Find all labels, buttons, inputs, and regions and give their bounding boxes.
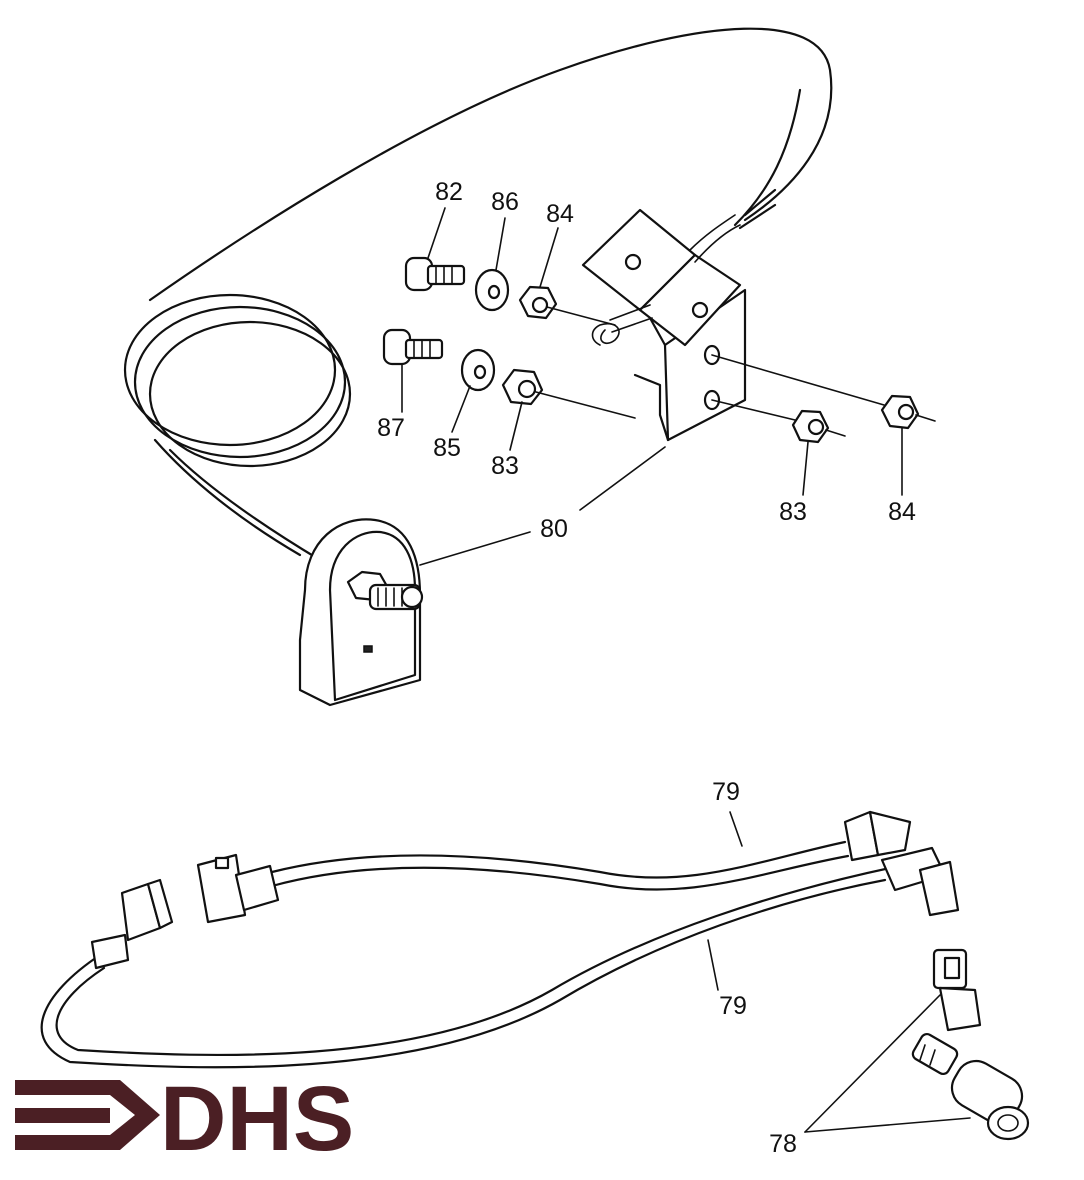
washer-85 <box>460 348 496 392</box>
label-78: 78 <box>769 1130 797 1158</box>
label-82: 82 <box>435 178 463 206</box>
wire-harness <box>40 810 1030 1141</box>
nut-84-top <box>518 285 616 326</box>
washer-86 <box>474 268 510 312</box>
label-86: 86 <box>491 188 519 216</box>
label-85: 85 <box>433 434 461 462</box>
label-83-right: 83 <box>779 498 807 526</box>
connector-left-upper <box>196 853 280 924</box>
nut-84-right <box>711 354 936 430</box>
dhs-logo: DHS <box>15 1068 354 1170</box>
sensor-bulb <box>298 518 424 707</box>
terminal-78 <box>932 948 982 1032</box>
label-84-right: 84 <box>888 498 916 526</box>
fitting-78 <box>911 1032 1030 1141</box>
screw-87 <box>382 328 444 366</box>
mounting-bracket <box>581 188 777 442</box>
logo-text: DHS <box>160 1068 354 1170</box>
thermostat-assembly <box>123 27 936 707</box>
screw-82 <box>404 256 466 292</box>
label-79-upper: 79 <box>712 778 740 806</box>
nut-83-right <box>711 399 846 444</box>
label-84-top: 84 <box>546 200 574 228</box>
connector-left-lower <box>90 878 174 970</box>
nut-83-left <box>501 368 636 419</box>
connector-right-upper <box>843 810 912 862</box>
label-87: 87 <box>377 414 405 442</box>
label-83-left: 83 <box>491 452 519 480</box>
callout-labels: 82 86 84 87 85 83 80 83 84 79 79 78 <box>377 178 916 1158</box>
label-80: 80 <box>540 515 568 543</box>
connector-right-lower <box>880 846 960 917</box>
arrow-logo-icon <box>15 1080 160 1150</box>
label-79-lower: 79 <box>719 992 747 1020</box>
